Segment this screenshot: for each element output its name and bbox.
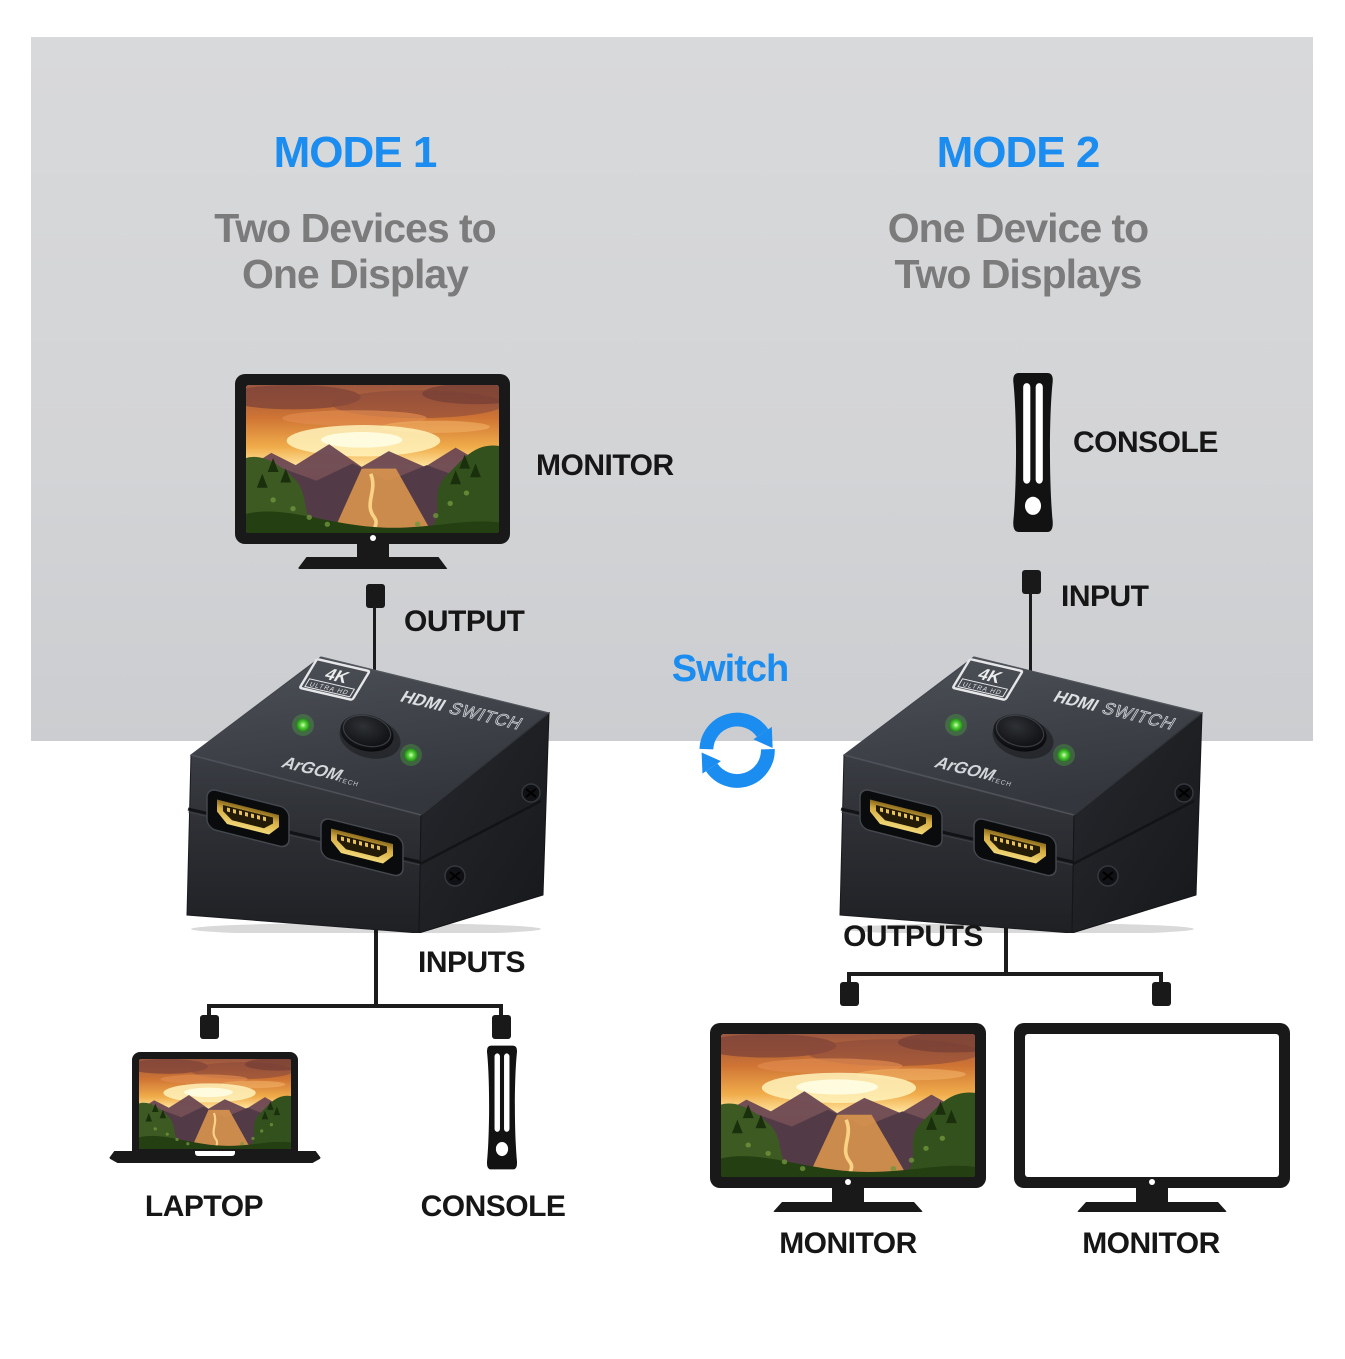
laptop-icon — [132, 1052, 298, 1156]
hdmi-plug-icon — [366, 584, 385, 608]
inputs-left-stub — [207, 1004, 211, 1017]
monitor-power-led — [369, 535, 376, 541]
inputs-branch-line — [207, 1004, 503, 1008]
input-cable-line — [1029, 592, 1032, 680]
mode2-title: MODE 2 — [936, 128, 1101, 177]
hdmi-plug-icon — [200, 1015, 219, 1039]
hdmi-plug-icon — [1152, 982, 1171, 1006]
switch-mode-label: Switch — [671, 648, 789, 690]
mode2-outputs-label: OUTPUTS — [843, 920, 983, 953]
laptop-base — [109, 1151, 321, 1163]
mode1-title: MODE 1 — [273, 128, 438, 177]
mode2-monitor-left-label: MONITOR — [779, 1227, 917, 1260]
sunset-wallpaper-image — [721, 1034, 975, 1177]
mode2-subtitle: One Device to Two Displays — [818, 205, 1218, 298]
mode2-monitor-right-label: MONITOR — [1082, 1227, 1220, 1260]
sunset-wallpaper-image — [139, 1059, 291, 1149]
mode2-subtitle-line1: One Device to — [887, 205, 1149, 251]
mode1-monitor-label: MONITOR — [536, 449, 674, 482]
mode1-console-label: CONSOLE — [420, 1190, 566, 1223]
mode2-subtitle-line2: Two Displays — [894, 250, 1143, 297]
monitor-power-led — [1149, 1179, 1155, 1185]
hdmi-plug-icon — [492, 1015, 511, 1039]
inputs-right-stub — [499, 1004, 503, 1017]
mode1-subtitle-line2: One Display — [242, 250, 469, 297]
mode1-laptop-label: LAPTOP — [144, 1190, 264, 1223]
hdmi-plug-icon — [1022, 570, 1041, 594]
hdmi-switch-device — [171, 643, 563, 933]
monitor-icon — [235, 374, 510, 569]
outputs-branch-line — [847, 972, 1163, 976]
mode1-subtitle-line1: Two Devices to — [214, 205, 496, 251]
monitor-icon — [710, 1023, 986, 1212]
blank-screen — [1025, 1034, 1279, 1177]
sync-arrows-icon — [699, 712, 775, 788]
mode2-console-label: CONSOLE — [1073, 426, 1218, 459]
monitor-power-led — [845, 1179, 851, 1185]
hdmi-switch-device — [824, 643, 1216, 933]
console-icon — [1008, 371, 1058, 534]
outputs-trunk-line — [1004, 905, 1008, 975]
outputs-right-stub — [1159, 972, 1163, 984]
inputs-trunk-line — [374, 928, 378, 1007]
console-icon — [483, 1044, 521, 1171]
output-cable-line — [373, 606, 376, 680]
monitor-blank-icon — [1014, 1023, 1290, 1212]
outputs-left-stub — [847, 972, 851, 984]
hdmi-plug-icon — [840, 982, 859, 1006]
sunset-wallpaper-image — [246, 385, 499, 533]
mode1-output-label: OUTPUT — [404, 605, 525, 638]
mode1-subtitle: Two Devices to One Display — [155, 205, 555, 298]
mode1-inputs-label: INPUTS — [418, 946, 526, 979]
mode2-input-label: INPUT — [1061, 580, 1149, 613]
